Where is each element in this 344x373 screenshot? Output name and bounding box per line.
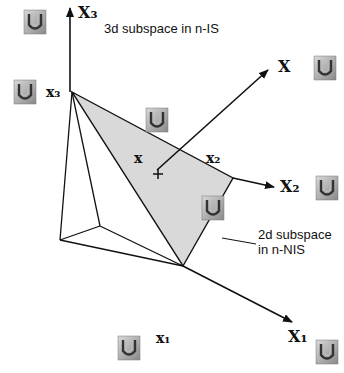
point-label: x: [134, 150, 142, 166]
vertex-label: x₃: [46, 84, 60, 100]
subspace-label: 2d subspace in n-NIS: [258, 228, 340, 258]
axis-label: X₃: [78, 4, 97, 22]
axis-label: X₁: [288, 328, 307, 346]
axis-label: X₂: [280, 178, 299, 196]
vertex-label: x₁: [156, 330, 170, 346]
vertex-label: x₂: [206, 150, 220, 166]
axis-label: X: [278, 58, 290, 76]
subspace-label: 3d subspace in n-IS: [104, 22, 219, 37]
